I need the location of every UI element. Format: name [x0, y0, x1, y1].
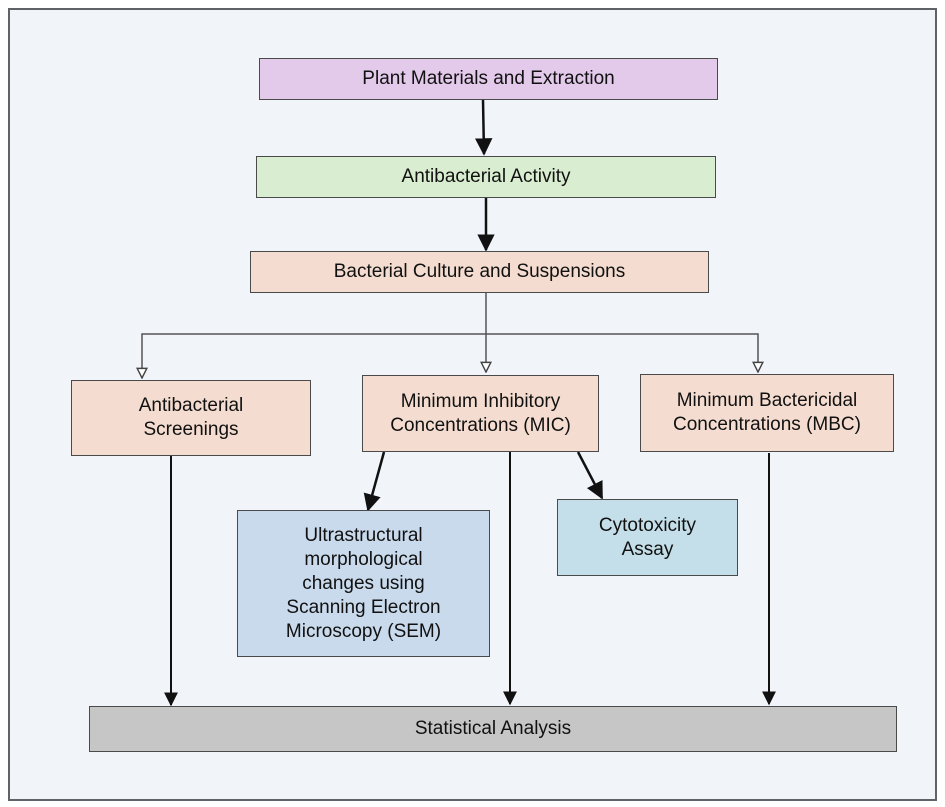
node-antibacterial-activity-label: Antibacterial Activity: [401, 166, 571, 187]
node-cytotoxicity-label: Cytotoxicity Assay: [598, 514, 697, 560]
node-antibacterial-screenings: Antibacterial Screenings: [71, 380, 311, 456]
node-bacterial-culture-label: Bacterial Culture and Suspensions: [333, 261, 626, 282]
node-plant-materials: Plant Materials and Extraction: [259, 58, 718, 100]
arrow-plant-to-activity: [474, 99, 493, 156]
node-statistical-analysis: Statistical Analysis: [89, 706, 897, 752]
node-antibacterial-screenings-label: Antibacterial Screenings: [138, 395, 244, 440]
connector-branch-left: [142, 333, 486, 378]
node-mic-label: Minimum Inhibitory Concentrations (MIC): [390, 390, 571, 436]
node-sem-label: Ultrastructural morphological changes us…: [285, 524, 442, 642]
node-mbc: Minimum Bactericidal Concentrations (MBC…: [640, 374, 894, 452]
node-statistical-analysis-label: Statistical Analysis: [414, 718, 572, 739]
node-mbc-label: Minimum Bactericidal Concentrations (MBC…: [673, 390, 861, 435]
node-plant-materials-label: Plant Materials and Extraction: [362, 68, 615, 89]
node-mic: Minimum Inhibitory Concentrations (MIC): [362, 375, 599, 452]
arrow-mic-to-sem: [363, 451, 386, 512]
node-bacterial-culture: Bacterial Culture and Suspensions: [250, 251, 709, 293]
node-cytotoxicity: Cytotoxicity Assay: [557, 499, 738, 576]
arrow-mic-to-cytotoxicity: [576, 451, 604, 500]
node-sem: Ultrastructural morphological changes us…: [237, 510, 490, 657]
node-antibacterial-activity: Antibacterial Activity: [256, 156, 716, 198]
connector-branch-right: [486, 333, 758, 372]
